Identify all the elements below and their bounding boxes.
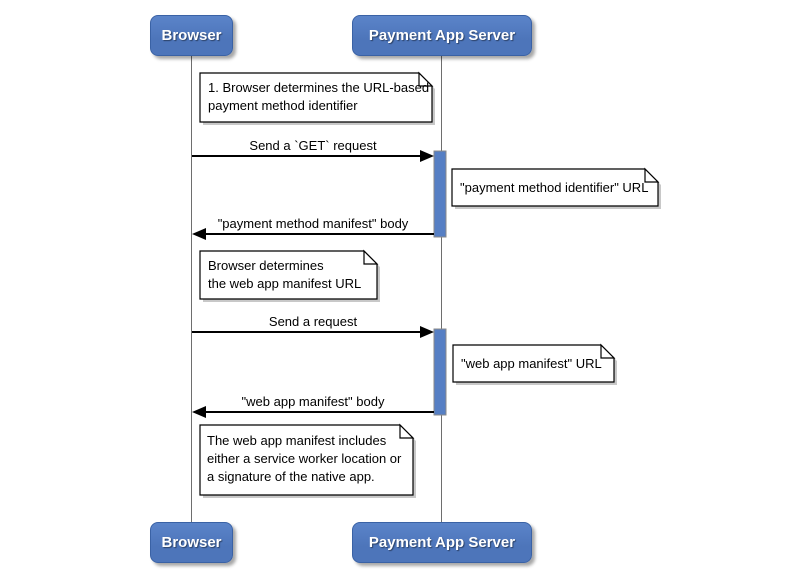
actor-label: Browser (161, 27, 222, 44)
arrowhead-right-icon (420, 150, 434, 162)
note-line: The web app manifest includes (207, 433, 387, 448)
note-line: "payment method identifier" URL (460, 180, 649, 195)
note-line: Browser determines (208, 258, 324, 273)
note-line: either a service worker location or (207, 451, 402, 466)
note-3-shape (199, 250, 378, 300)
arrowhead-right-icon (420, 326, 434, 338)
note-line: payment method identifier (208, 98, 358, 113)
note-fold-icon (600, 343, 616, 359)
note-4-shape (452, 344, 615, 383)
note-fold-icon (399, 423, 415, 439)
actor-payment-app-server-top: Payment App Server (352, 15, 532, 56)
arrowhead-left-icon (192, 228, 206, 240)
note-text: "web app manifest" URL (461, 355, 602, 373)
note-fold-icon (418, 71, 434, 87)
actor-payment-app-server-bottom: Payment App Server (352, 522, 532, 563)
note-2-shape (451, 168, 659, 207)
activation-bar-2 (433, 328, 447, 416)
note-line: 1. Browser determines the URL-based (208, 80, 430, 95)
actor-browser-bottom: Browser (150, 522, 233, 563)
note-text: 1. Browser determines the URL-based paym… (208, 79, 429, 115)
note-text: "payment method identifier" URL (460, 179, 648, 197)
actor-label: Payment App Server (368, 27, 516, 44)
arrowhead-left-icon (192, 406, 206, 418)
message-label: "web app manifest" body (241, 394, 385, 409)
note-line: "web app manifest" URL (461, 356, 602, 371)
message-label: Send a request (268, 314, 358, 329)
note-line: a signature of the native app. (207, 469, 375, 484)
note-fold-icon (363, 249, 379, 265)
actor-label: Payment App Server (368, 534, 516, 551)
message-label: "payment method manifest" body (217, 216, 409, 231)
note-fold-icon (644, 167, 660, 183)
note-text: Browser determines the web app manifest … (208, 257, 361, 293)
note-1-shape (199, 72, 433, 123)
actor-label: Browser (161, 534, 222, 551)
activation-bar-1 (433, 150, 447, 238)
actor-browser-top: Browser (150, 15, 233, 56)
note-5-shape (199, 424, 414, 496)
note-text: The web app manifest includes either a s… (207, 432, 401, 486)
message-label: Send a `GET` request (249, 138, 377, 153)
note-line: the web app manifest URL (208, 276, 362, 291)
